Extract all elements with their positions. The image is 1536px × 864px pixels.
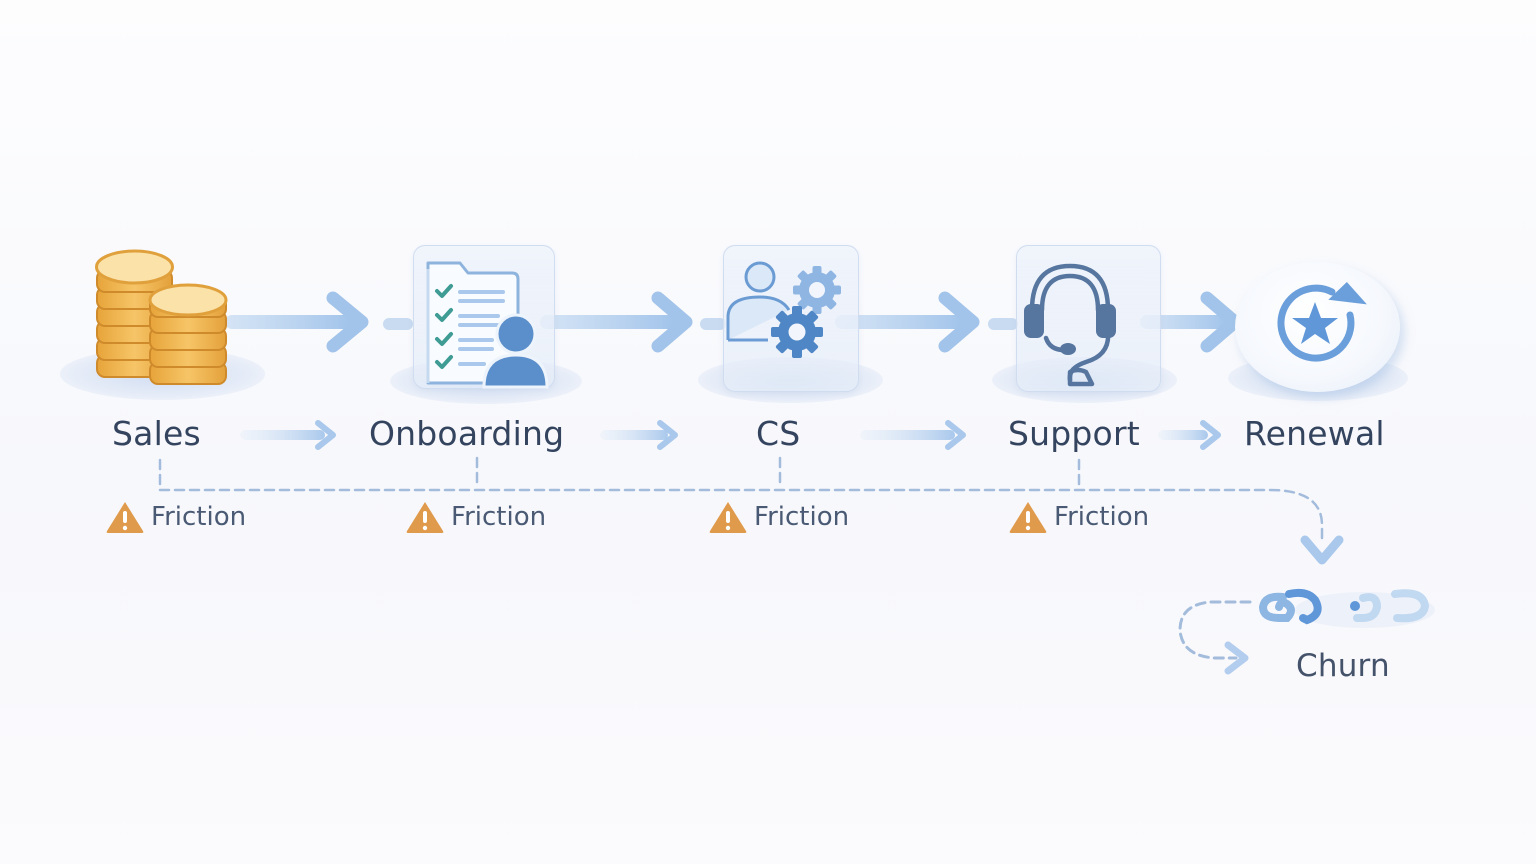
- churn-outcome[interactable]: [1255, 580, 1435, 630]
- warning-icon: [406, 502, 444, 533]
- label-arrow-2: [600, 420, 678, 450]
- coin-stack-icon: [95, 249, 228, 385]
- warning-icon: [1009, 502, 1047, 533]
- stage-label-cs: CS: [756, 414, 801, 453]
- user-gears-icon: [726, 261, 841, 358]
- friction-point-1: Friction: [105, 500, 246, 534]
- friction-label: Friction: [1054, 502, 1150, 532]
- stage-label-renewal: Renewal: [1244, 414, 1385, 453]
- gear-large-icon: [771, 306, 823, 358]
- friction-point-2: Friction: [405, 500, 546, 534]
- stage-onboarding[interactable]: [420, 255, 550, 390]
- stage-support[interactable]: [1020, 260, 1120, 387]
- friction-label: Friction: [754, 502, 850, 532]
- label-arrow-3: [860, 420, 966, 450]
- label-arrow-1: [240, 420, 336, 450]
- stage-sales[interactable]: [92, 245, 232, 390]
- broken-link-icon: [1258, 588, 1435, 628]
- stage-label-onboarding: Onboarding: [369, 414, 565, 453]
- friction-label: Friction: [451, 502, 547, 532]
- stage-renewal[interactable]: [1270, 280, 1370, 370]
- label-arrow-4: [1158, 420, 1221, 450]
- star-renew-icon: [1277, 282, 1367, 362]
- churn-label: Churn: [1296, 648, 1390, 684]
- churn-down-arrow: [1300, 535, 1344, 565]
- churn-loop-arrow: [1178, 600, 1252, 675]
- stage-label-support: Support: [1008, 414, 1140, 453]
- checklist-user-icon: [426, 261, 549, 389]
- warning-icon: [106, 502, 144, 533]
- headset-icon: [1024, 263, 1116, 387]
- friction-point-3: Friction: [708, 500, 849, 534]
- gear-small-icon: [793, 266, 841, 314]
- stage-cs[interactable]: [723, 255, 853, 365]
- friction-point-4: Friction: [1008, 500, 1149, 534]
- warning-icon: [709, 502, 747, 533]
- friction-label: Friction: [151, 502, 247, 532]
- arrow-sales-to-onboarding: [225, 291, 369, 353]
- stage-label-sales: Sales: [112, 414, 201, 453]
